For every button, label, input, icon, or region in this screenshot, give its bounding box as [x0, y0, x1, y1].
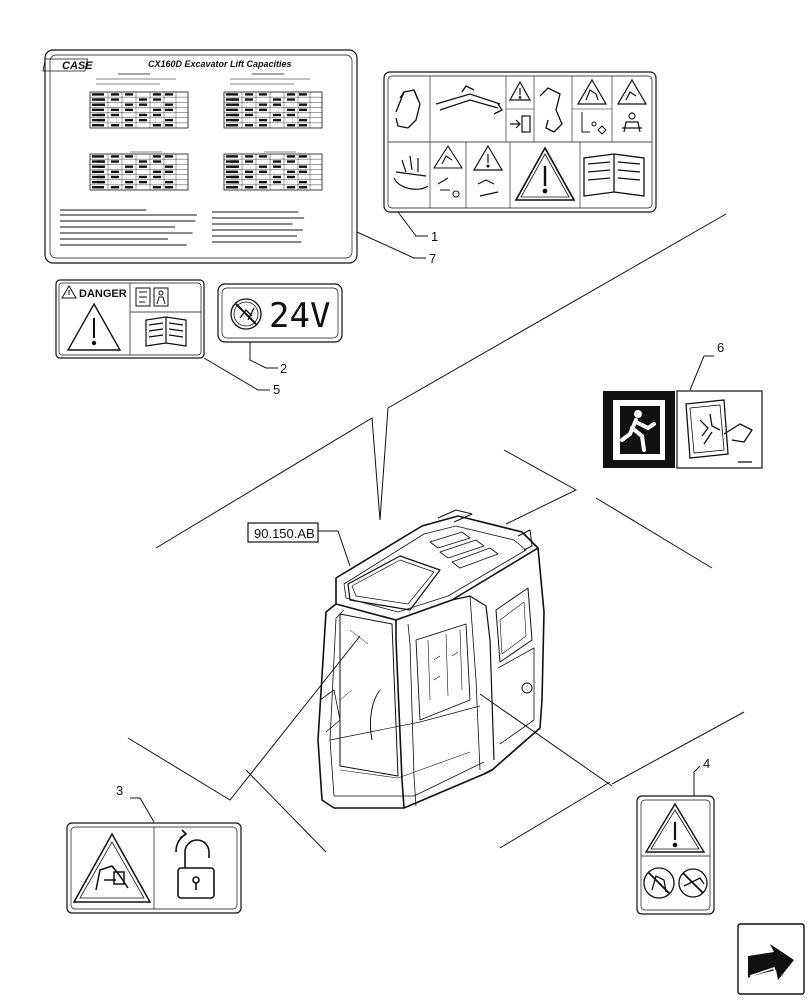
bucket-arm-icon — [539, 87, 563, 133]
case-logo: CASE — [42, 58, 93, 72]
warning-triangle-icon — [508, 80, 532, 101]
callout-2[interactable]: 2 — [280, 361, 287, 376]
decal-lift-capacity-chart: CASE CX160D Excavator Lift Capacities — [42, 49, 358, 264]
lift-chart-title: CX160D Excavator Lift Capacities — [148, 59, 292, 69]
callout-7[interactable]: 7 — [429, 251, 436, 266]
no-welding-icon — [230, 298, 262, 330]
decal-danger: DANGER — [55, 279, 205, 359]
control-panel-icon — [581, 112, 607, 135]
excavator-cab — [317, 509, 545, 809]
case-logo-text: CASE — [62, 60, 93, 72]
general-warning-icon — [472, 144, 504, 197]
callout-4[interactable]: 4 — [703, 756, 710, 771]
lift-capacity-tables — [60, 73, 323, 246]
decal-warning-nojump — [636, 795, 715, 915]
stick-arm-icon — [435, 85, 503, 115]
crush-hazard-icon — [72, 832, 152, 903]
callout-6[interactable]: 6 — [717, 340, 724, 355]
emergency-exit-icon — [613, 400, 665, 460]
cab-reference-label[interactable]: 90.150.AB — [254, 526, 315, 541]
manual-book-icon — [145, 316, 187, 347]
danger-header: DANGER — [79, 288, 127, 300]
guide-lines — [127, 213, 745, 853]
operator-seat-icon — [622, 112, 642, 133]
boom-arm-icon — [395, 89, 421, 129]
lever-warning-icon — [432, 144, 464, 198]
crush-hazard-icon — [576, 78, 608, 105]
callout-numbers: 1 2 3 4 5 6 7 — [116, 229, 724, 798]
warning-triangle-icon — [66, 302, 122, 351]
next-page-button[interactable] — [737, 923, 805, 995]
callout-5[interactable]: 5 — [273, 382, 280, 397]
break-glass-icon — [685, 399, 753, 463]
no-hand-icon — [678, 868, 708, 898]
voltage-label: 24V — [269, 296, 330, 336]
next-page-arrow-icon[interactable] — [748, 944, 794, 980]
manual-book-icon — [583, 153, 645, 197]
lock-icon — [175, 829, 215, 899]
decal-emergency-exit — [603, 390, 763, 469]
leader-lines — [130, 211, 714, 823]
callout-1[interactable]: 1 — [431, 229, 438, 244]
control-levers-icon — [393, 155, 429, 190]
warning-triangle-icon — [644, 802, 706, 853]
warning-triangle-icon — [514, 146, 576, 201]
warning-triangle-icon — [61, 285, 77, 299]
person-icon — [153, 287, 169, 307]
controls-icon — [135, 287, 151, 307]
person-warning-icon — [616, 78, 648, 105]
callout-3[interactable]: 3 — [116, 783, 123, 798]
cab-reference[interactable]: 90.150.AB — [247, 522, 319, 543]
exit-arrow-icon — [510, 115, 531, 133]
roof-vents — [429, 531, 499, 569]
no-jump-icon — [643, 867, 675, 899]
decal-crush-lock — [66, 822, 242, 914]
decal-multi-pictogram — [383, 71, 657, 213]
decal-24v: 24V — [217, 283, 343, 343]
